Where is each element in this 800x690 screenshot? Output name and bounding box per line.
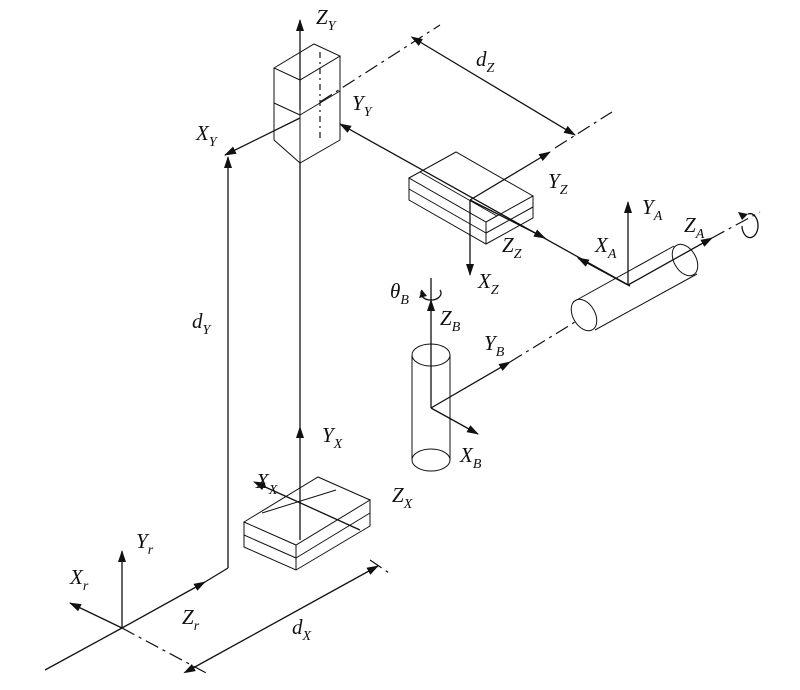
- label-x-a: XA: [594, 233, 617, 262]
- label-z-y: ZY: [316, 5, 338, 34]
- a-cylinder: [570, 243, 699, 332]
- y-y-axis: [339, 123, 631, 287]
- y-column-dash-line: [319, 24, 441, 103]
- label-z-a: ZA: [684, 213, 705, 242]
- label-z-b: ZB: [440, 306, 461, 335]
- a-rotation-arrowhead: [738, 212, 748, 220]
- label-y-b: YB: [484, 331, 505, 360]
- label-y-a: YA: [642, 195, 663, 224]
- d-x-dimension-line: [183, 565, 379, 674]
- z-carriage-box: [407, 151, 535, 245]
- a-axis-dash-line: [711, 211, 761, 239]
- label-d-z: dZ: [476, 47, 495, 76]
- base-axis-line: [44, 627, 123, 671]
- label-y-z: YZ: [548, 169, 568, 198]
- label-d-x: dX: [292, 615, 312, 644]
- label-y-x: YX: [322, 423, 343, 452]
- a-rotation-arc: [741, 212, 759, 239]
- z-a-axis: [627, 237, 713, 286]
- x-a-axis: [577, 257, 629, 286]
- label-x-x: XX: [255, 469, 278, 498]
- label-d-y: dY: [192, 309, 213, 338]
- label-x-r: Xr: [69, 565, 89, 594]
- b-cylinder: [411, 343, 451, 472]
- x-x-axis: [252, 481, 361, 531]
- x-b-axis: [430, 407, 479, 435]
- y-b-axis: [430, 361, 511, 409]
- base-dash-line: [121, 627, 211, 676]
- d-z-dimension-line: [410, 36, 576, 136]
- label-x-z: XZ: [477, 269, 499, 298]
- label-x-y: XY: [195, 121, 219, 150]
- label-theta-b: θB: [390, 279, 409, 308]
- b-rotation-arrowhead: [419, 290, 427, 298]
- label-x-b: XB: [459, 443, 482, 472]
- y-column-box: [272, 43, 342, 164]
- label-y-r: Yr: [136, 529, 154, 558]
- label-z-z: ZZ: [502, 233, 522, 262]
- y-z-axis: [469, 151, 551, 201]
- b-axis-dash-line: [509, 321, 576, 363]
- x-r-axis: [69, 602, 123, 629]
- label-y-y: YY: [352, 91, 374, 120]
- d-z-extension-line: [554, 111, 613, 149]
- base-axis-continuation: [204, 567, 229, 583]
- x-y-axis: [224, 117, 301, 156]
- label-z-r: Zr: [182, 605, 200, 634]
- x-carriage-box: [242, 476, 372, 571]
- d-x-extension-line: [369, 559, 393, 576]
- label-z-x: ZX: [392, 483, 413, 512]
